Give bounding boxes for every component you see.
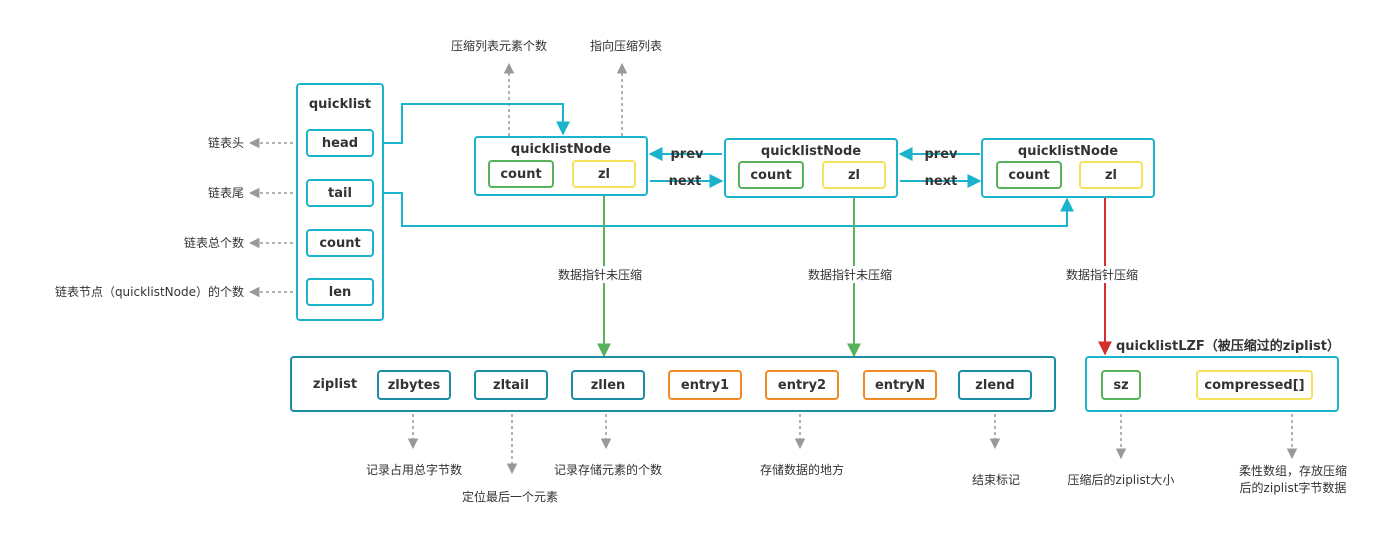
pointer-label-3: 数据指针压缩	[1066, 266, 1139, 283]
tail-pointer	[376, 192, 1074, 227]
ziplist-title: ziplist	[312, 376, 358, 392]
count-note: 链表总个数	[183, 236, 244, 250]
zlbytes-note: 记录占用总字节数	[365, 463, 463, 477]
node-2-count: count	[738, 161, 804, 189]
lzf-sz: sz	[1101, 370, 1141, 400]
compressed-note-line-1: 柔性数组，存放压缩	[1238, 464, 1348, 478]
entries-note: 存储数据的地方	[759, 463, 845, 477]
next-label-1: next	[668, 173, 702, 189]
zl-top-note: 指向压缩列表	[589, 39, 663, 53]
sz-note: 压缩后的ziplist大小	[1067, 473, 1175, 487]
quicklist-tail-field: tail	[306, 179, 374, 207]
node-3-title: quicklistNode	[1017, 143, 1119, 159]
pointer-label-2: 数据指针未压缩	[808, 266, 893, 283]
prev-label-2: prev	[924, 146, 958, 162]
node-1-title: quicklistNode	[510, 141, 612, 157]
zlend-note: 结束标记	[971, 473, 1021, 487]
next-label-2: next	[924, 173, 958, 189]
count-top-note: 压缩列表元素个数	[450, 39, 548, 53]
quicklist-head-field: head	[306, 129, 374, 157]
len-note: 链表节点（quicklistNode）的个数	[54, 285, 244, 299]
node-3-zl: zl	[1079, 161, 1143, 189]
ziplist-zlbytes: zlbytes	[377, 370, 451, 400]
compressed-note-line-2: 后的ziplist字节数据	[1239, 481, 1347, 495]
node-2-zl: zl	[822, 161, 886, 189]
quicklist-count-field: count	[306, 229, 374, 257]
ziplist-entry2: entry2	[765, 370, 839, 400]
node-2-title: quicklistNode	[760, 143, 862, 159]
zllen-note: 记录存储元素的个数	[553, 463, 663, 477]
lzf-title: quicklistLZF（被压缩过的ziplist）	[1115, 338, 1340, 354]
ziplist-zltail: zltail	[474, 370, 548, 400]
quicklist-len-field: len	[306, 278, 374, 306]
node-1-count: count	[488, 160, 554, 188]
zltail-note: 定位最后一个元素	[461, 490, 559, 504]
ziplist-zlend: zlend	[958, 370, 1032, 400]
quicklist-title: quicklist	[308, 96, 372, 112]
ziplist-entryN: entryN	[863, 370, 937, 400]
ziplist-entry1: entry1	[668, 370, 742, 400]
node-3-count: count	[996, 161, 1062, 189]
head-note: 链表头	[207, 136, 244, 150]
ziplist-zllen: zllen	[571, 370, 645, 400]
lzf-compressed: compressed[]	[1196, 370, 1313, 400]
tail-note: 链表尾	[207, 186, 244, 200]
prev-label-1: prev	[670, 146, 704, 162]
head-pointer	[376, 103, 570, 144]
node-1-zl: zl	[572, 160, 636, 188]
pointer-label-1: 数据指针未压缩	[558, 266, 643, 283]
